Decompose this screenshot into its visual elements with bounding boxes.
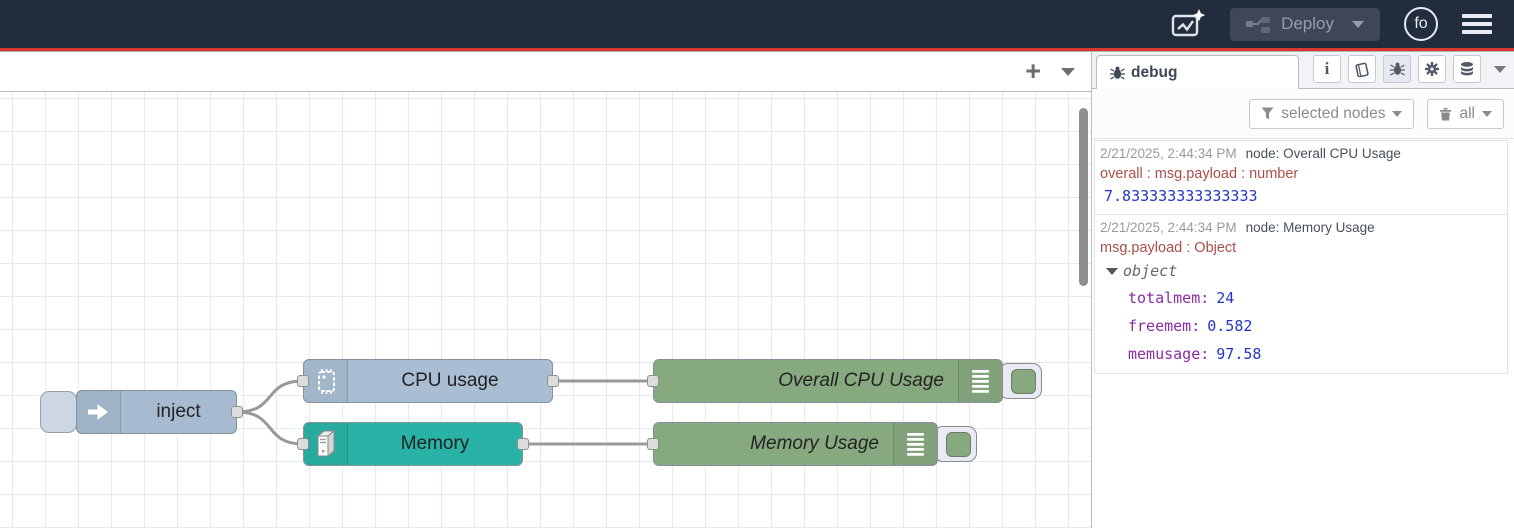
deploy-caret-icon[interactable] bbox=[1352, 20, 1364, 28]
deploy-flows-icon bbox=[1246, 16, 1271, 33]
context-data-tab-button[interactable] bbox=[1453, 55, 1481, 83]
header-bar: Deploy fo bbox=[0, 0, 1514, 48]
help-tab-button[interactable] bbox=[1348, 55, 1376, 83]
bug-icon bbox=[1389, 62, 1405, 76]
clear-all-label: all bbox=[1459, 104, 1475, 122]
entry-value: 24 bbox=[1216, 289, 1235, 307]
workspace-grid[interactable]: inject CPU usage bbox=[0, 92, 1091, 528]
port-memory-out[interactable] bbox=[517, 438, 529, 450]
port-debug-memory-in[interactable] bbox=[647, 438, 659, 450]
database-icon bbox=[1461, 62, 1473, 76]
node-debug-overall-cpu[interactable]: Overall CPU Usage bbox=[653, 359, 1003, 403]
workspace-tab-bar: + bbox=[0, 52, 1091, 92]
collapse-caret-icon bbox=[1106, 267, 1118, 275]
message-timestamp: 2/21/2025, 2:44:34 PM bbox=[1100, 220, 1237, 235]
clear-all-button[interactable]: all bbox=[1427, 98, 1504, 129]
debug-list-icon bbox=[958, 360, 1002, 402]
server-tower-icon bbox=[304, 423, 348, 465]
node-label: Memory Usage bbox=[750, 433, 879, 454]
message-node-name: node: Memory Usage bbox=[1245, 220, 1375, 235]
gear-icon bbox=[1425, 62, 1439, 76]
port-inject-out[interactable] bbox=[231, 406, 243, 418]
debug-message-list: 2/21/2025, 2:44:34 PM node: Overall CPU U… bbox=[1092, 139, 1514, 528]
filter-caret-icon bbox=[1392, 110, 1403, 117]
info-tab-button[interactable]: i bbox=[1313, 55, 1341, 83]
object-type-label: object bbox=[1123, 262, 1178, 280]
payload-object-tree: object totalmem: 24 freemem: 0.582 memusag… bbox=[1100, 258, 1502, 368]
entry-key: memusage: bbox=[1128, 345, 1210, 363]
object-collapse-toggle[interactable]: object bbox=[1100, 258, 1502, 284]
node-inject[interactable]: inject bbox=[76, 390, 237, 434]
object-entry: totalmem: 24 bbox=[1100, 284, 1502, 312]
node-cpu-usage[interactable]: CPU usage bbox=[303, 359, 553, 403]
filter-selected-nodes-button[interactable]: selected nodes bbox=[1249, 98, 1415, 129]
sidebar-more-caret-icon[interactable] bbox=[1494, 65, 1506, 73]
debug-list-icon bbox=[893, 423, 937, 465]
debug-tab-button[interactable] bbox=[1383, 55, 1411, 83]
avatar-label: fo bbox=[1414, 15, 1428, 32]
main-menu-icon[interactable] bbox=[1462, 14, 1492, 34]
flow-wires bbox=[236, 379, 653, 446]
sidebar-toolbar: i bbox=[1313, 55, 1514, 83]
deploy-button[interactable]: Deploy bbox=[1230, 7, 1380, 41]
debug-message[interactable]: 2/21/2025, 2:44:34 PM node: Overall CPU U… bbox=[1094, 140, 1508, 215]
filter-selected-nodes-label: selected nodes bbox=[1281, 104, 1386, 122]
object-entry: memusage: 97.58 bbox=[1100, 340, 1502, 368]
cpu-chip-icon bbox=[304, 360, 348, 402]
deploy-button-label: Deploy bbox=[1281, 14, 1334, 33]
header-accent-line bbox=[0, 48, 1514, 51]
node-label: CPU usage bbox=[401, 370, 499, 391]
node-debug-memory[interactable]: Memory Usage bbox=[653, 422, 938, 466]
sidebar-tab-bar: debug i bbox=[1092, 52, 1514, 89]
port-cpu-out[interactable] bbox=[547, 375, 559, 387]
add-flow-button[interactable]: + bbox=[1025, 56, 1041, 86]
debug-toggle-button[interactable] bbox=[934, 426, 977, 462]
funnel-icon bbox=[1261, 107, 1274, 120]
trash-icon bbox=[1440, 107, 1452, 120]
entry-value: 0.582 bbox=[1207, 317, 1253, 335]
object-entry: freemem: 0.582 bbox=[1100, 312, 1502, 340]
config-nodes-tab-button[interactable] bbox=[1418, 55, 1446, 83]
user-avatar[interactable]: fo bbox=[1404, 7, 1438, 41]
node-label: inject bbox=[156, 401, 201, 422]
entry-key: freemem: bbox=[1128, 317, 1201, 335]
debug-toggle-button[interactable] bbox=[999, 363, 1042, 399]
inject-arrow-icon bbox=[77, 391, 121, 433]
flow-assistant-icon[interactable] bbox=[1170, 8, 1206, 40]
debug-filter-bar: selected nodes all bbox=[1092, 89, 1514, 139]
info-icon: i bbox=[1324, 59, 1330, 78]
port-memory-in[interactable] bbox=[297, 438, 309, 450]
message-property: msg.payload : Object bbox=[1100, 240, 1237, 256]
clear-caret-icon bbox=[1482, 110, 1492, 117]
entry-key: totalmem: bbox=[1128, 289, 1210, 307]
inject-trigger-button[interactable] bbox=[40, 391, 77, 433]
entry-value: 97.58 bbox=[1216, 345, 1262, 363]
tab-debug[interactable]: debug bbox=[1096, 55, 1299, 89]
flow-list-caret-icon[interactable] bbox=[1061, 67, 1075, 76]
message-node-name: node: Overall CPU Usage bbox=[1245, 146, 1401, 161]
node-label: Overall CPU Usage bbox=[778, 370, 944, 391]
message-timestamp: 2/21/2025, 2:44:34 PM bbox=[1100, 146, 1237, 161]
bug-icon bbox=[1110, 66, 1125, 80]
flow-canvas-pane: + inject bbox=[0, 52, 1092, 528]
book-icon bbox=[1355, 62, 1369, 77]
sidebar-panel: debug i bbox=[1092, 52, 1514, 528]
tab-debug-label: debug bbox=[1131, 63, 1178, 81]
message-property: overall : msg.payload : number bbox=[1100, 166, 1299, 182]
node-label: Memory bbox=[400, 433, 470, 454]
message-value: 7.833333333333333 bbox=[1104, 187, 1258, 205]
port-debug-cpu-in[interactable] bbox=[647, 375, 659, 387]
port-cpu-in[interactable] bbox=[297, 375, 309, 387]
canvas-vertical-scrollbar[interactable] bbox=[1079, 108, 1088, 286]
node-memory[interactable]: Memory bbox=[303, 422, 523, 466]
